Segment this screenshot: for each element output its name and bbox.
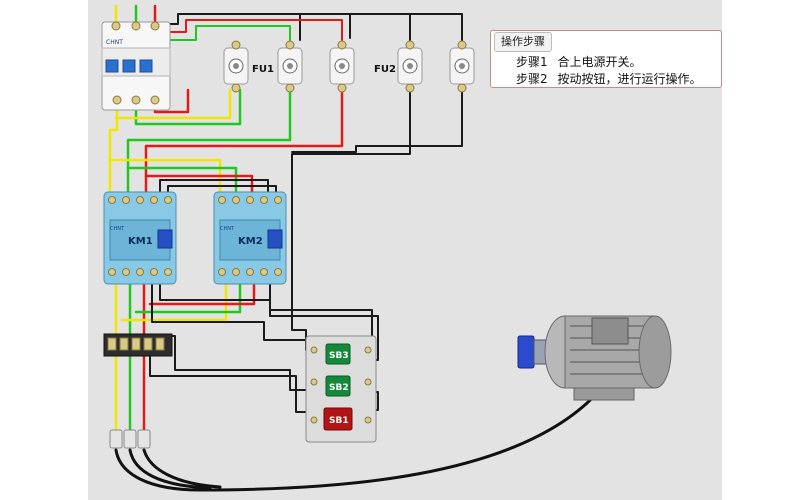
wire-fu2-black-2 (291, 87, 463, 153)
step-2-number: 步骤2 (516, 72, 548, 86)
operation-steps-tab[interactable]: 操作步骤 (494, 32, 552, 52)
fuse-3[interactable] (329, 40, 355, 93)
fuse-5[interactable] (449, 40, 475, 93)
push-button-station: SB3 SB2 SB1 (305, 335, 377, 443)
step-2: 步骤2 按动按钮，进行运行操作。 (516, 70, 701, 87)
three-phase-motor[interactable] (517, 315, 672, 401)
wire-yellow-km2 (108, 158, 222, 197)
motor-cable-2 (128, 448, 212, 490)
wire-km2-out-red (148, 283, 256, 306)
wire-ctrl-6 (149, 351, 307, 413)
fuse-holders: FU1 FU2 (223, 40, 475, 93)
thermal-relay-terminal-block (103, 333, 173, 357)
step-1-number: 步骤1 (516, 55, 548, 69)
wire-ctrl-2 (151, 284, 307, 341)
wire-green-top (167, 25, 291, 43)
fuse-2[interactable] (277, 40, 303, 93)
fu1-label: FU1 (252, 64, 274, 75)
step-2-text: 按动按钮，进行运行操作。 (557, 72, 702, 86)
fuse-4[interactable] (397, 40, 423, 93)
wire-fu1-red (144, 86, 344, 197)
km2-brand: CHNT (220, 226, 235, 232)
contactor-km2[interactable]: CHNT KM2 (213, 191, 287, 285)
wire-ctrl-3 (159, 284, 379, 361)
wire-fu2-black (291, 87, 411, 191)
wire-control-black-4 (409, 13, 463, 43)
motor-terminal-connectors (109, 429, 151, 449)
sb3-button[interactable]: SB3 (325, 343, 351, 365)
fuse-1[interactable] (223, 40, 249, 93)
wire-interlock-black-1 (159, 179, 269, 201)
sb2-label: SB2 (329, 383, 349, 393)
motor-cable-3 (142, 448, 222, 489)
contactor-km1[interactable]: CHNT KM1 (103, 191, 177, 285)
wire-ctrl-5 (169, 335, 307, 391)
breaker-brand: CHNT (106, 39, 123, 46)
wire-control-black-1 (167, 13, 301, 41)
motor-cable (114, 388, 602, 492)
wire-red-top (167, 19, 343, 41)
wire-red-km2 (144, 174, 254, 197)
sb3-label: SB3 (329, 351, 349, 361)
wire-out-yellow (108, 106, 119, 197)
wire-ctrl-1 (291, 189, 307, 351)
km1-brand: CHNT (110, 226, 125, 232)
step-1-text: 合上电源开关。 (557, 55, 642, 69)
sb2-button[interactable]: SB2 (325, 375, 351, 397)
wire-control-black-3 (349, 13, 411, 41)
km1-label: KM1 (128, 236, 153, 247)
km2-label: KM2 (238, 236, 263, 247)
wire-out-yellow-2 (114, 88, 232, 120)
step-1: 步骤1 合上电源开关。 (516, 53, 641, 70)
wire-out-green (134, 88, 242, 126)
wire-km2-out-yellow (120, 283, 228, 322)
sb1-label: SB1 (329, 416, 349, 426)
wire-km2-out-green (134, 283, 242, 314)
circuit-breaker[interactable]: CHNT (101, 21, 171, 111)
fu2-label: FU2 (374, 64, 396, 75)
sb1-button[interactable]: SB1 (323, 407, 353, 431)
